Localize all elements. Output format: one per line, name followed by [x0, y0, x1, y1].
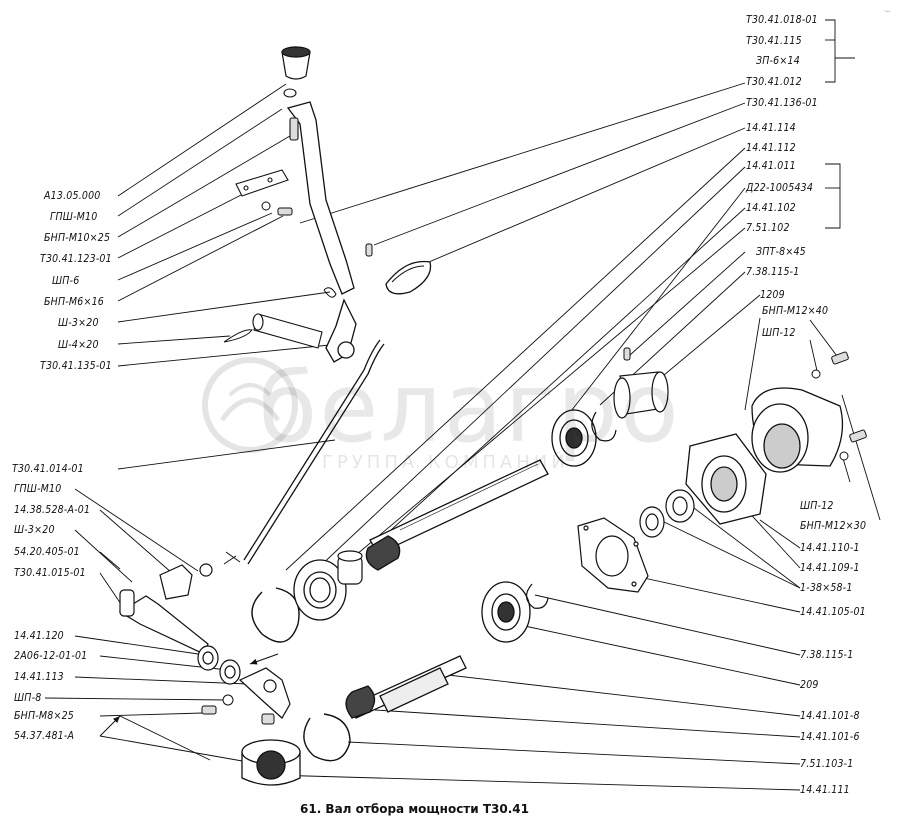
- watermark-logo-icon: [202, 357, 298, 453]
- label-r1016: 14.41.101-6: [800, 731, 860, 743]
- snap-ring-center: [591, 411, 617, 442]
- corner-mark: ·--: [884, 8, 891, 15]
- label-r138: 1-38×58-1: [800, 582, 853, 594]
- output-shaft: [345, 655, 467, 719]
- label-shp12b: ШП-12: [800, 500, 834, 512]
- lever-shaft-assembly: [118, 589, 209, 655]
- label-r7381: 7.38.115-1: [746, 266, 800, 278]
- label-gsh2: ГПШ-М10: [14, 483, 62, 495]
- label-bnp8: БНП-М8×25: [14, 710, 74, 722]
- label-t136: Т30.41.136-01: [746, 97, 818, 109]
- lever-nut: [283, 88, 297, 98]
- bolt-m12x30: [839, 429, 867, 461]
- label-t115: Т30.41.115: [746, 35, 802, 47]
- cotter-pin-1: [323, 287, 337, 298]
- label-r114: 14.41.114: [746, 122, 796, 134]
- oil-seal-1: [665, 489, 695, 523]
- label-gsh1: ГПШ-М10: [50, 211, 98, 223]
- lever-arm: [286, 101, 357, 363]
- label-a13: А13.05.000: [44, 190, 101, 202]
- direction-arrow: [99, 715, 121, 737]
- lever-knob: [281, 46, 311, 80]
- cotter-pin-2: [223, 329, 253, 343]
- label-shp8: ШП-8: [14, 692, 42, 704]
- label-t135: Т30.41.135-01: [40, 360, 112, 372]
- leader-lines-right: [271, 19, 881, 791]
- figure-caption: 61. Вал отбора мощности Т30.41: [300, 802, 529, 816]
- label-r7102: 7.51.102: [746, 222, 790, 234]
- label-r1018: 14.41.101-8: [800, 710, 860, 722]
- label-t113: 14.41.113: [14, 671, 64, 683]
- label-r110: 14.41.110-1: [800, 542, 860, 554]
- circlip-bottom: [303, 713, 351, 762]
- flange-housing: [685, 433, 767, 525]
- label-r1209: 1209: [760, 289, 785, 301]
- label-sh320: Ш-3×20: [58, 317, 99, 329]
- label-sh420: Ш-4×20: [58, 339, 99, 351]
- bearing-left: [293, 559, 347, 621]
- fork-bolts: [201, 694, 275, 725]
- pin-zpt: [623, 347, 631, 361]
- small-bolt: [261, 201, 293, 216]
- label-r109: 14.41.109-1: [800, 562, 860, 574]
- label-bnp25: БНП-М10×25: [44, 232, 111, 244]
- sleeve-1209: [613, 371, 669, 419]
- label-r105: 14.41.105-01: [800, 606, 866, 618]
- label-zp614: ЗП-6×14: [756, 55, 800, 67]
- label-t120: 14.41.120: [14, 630, 64, 642]
- snap-ring-lower: [525, 583, 549, 609]
- label-r011: 14.41.011: [746, 160, 796, 172]
- bearing-center: [551, 409, 597, 467]
- pin: [252, 313, 323, 349]
- label-a06: 2А06-12-01-01: [14, 650, 88, 662]
- bolt-m12x40: [811, 351, 849, 379]
- watermark-subtitle: ГРУППА КОМПАНИЙ: [322, 452, 569, 473]
- oil-seal-2: [639, 506, 665, 538]
- label-t015: Т30.41.015-01: [14, 567, 86, 579]
- key-small: [365, 243, 373, 257]
- label-t014: Т30.41.014-01: [12, 463, 84, 475]
- label-d22: Д22-1005434: [746, 182, 814, 194]
- washer-ring: [197, 645, 219, 671]
- shift-fork: [238, 667, 291, 719]
- label-t018: Т30.41.018-01: [746, 14, 818, 26]
- label-r7382: 7.38.115-1: [800, 649, 854, 661]
- main-shaft-upper: [365, 459, 549, 571]
- label-sh320b: Ш-3×20: [14, 524, 55, 536]
- label-t405: 54.20.405-01: [14, 546, 80, 558]
- label-r112: 14.41.112: [746, 142, 796, 154]
- label-bnp30: БНП-М12×30: [800, 520, 867, 532]
- label-r7103: 7.51.103-1: [800, 758, 854, 770]
- watermark-text: белагро: [258, 352, 681, 464]
- rubber-seal: [385, 260, 432, 295]
- circlip-large: [251, 587, 300, 643]
- gasket-plate: [577, 517, 649, 593]
- spacer-sleeve: [337, 550, 363, 585]
- label-t012: Т30.41.012: [746, 76, 802, 88]
- label-shp6: ШП-6: [52, 275, 80, 287]
- leader-lines-left: [44, 83, 336, 763]
- lever-bolt: [289, 117, 299, 141]
- fork-yoke: [159, 563, 213, 600]
- bushing-ring: [219, 659, 241, 685]
- clamp-plate: [235, 169, 289, 197]
- direction-arrow: [249, 653, 279, 665]
- control-rod: [223, 339, 385, 565]
- label-r102: 14.41.102: [746, 202, 796, 214]
- housing-cover: [751, 387, 844, 473]
- label-t481: 54.37.481-А: [14, 730, 75, 742]
- label-t528: 14.38.528-А-01: [14, 504, 91, 516]
- label-shp12a: ШП-12: [762, 327, 796, 339]
- label-r111: 14.41.111: [800, 784, 850, 796]
- label-bnp16: БНП-М6×16: [44, 296, 104, 308]
- label-zpt: ЗПТ-8×45: [756, 246, 806, 258]
- label-r209: 209: [800, 679, 819, 691]
- label-bnp40: БНП-М12×40: [762, 305, 829, 317]
- coupling-gear: [241, 739, 301, 786]
- bearing-lower: [481, 581, 531, 643]
- label-t123: Т30.41.123-01: [40, 253, 112, 265]
